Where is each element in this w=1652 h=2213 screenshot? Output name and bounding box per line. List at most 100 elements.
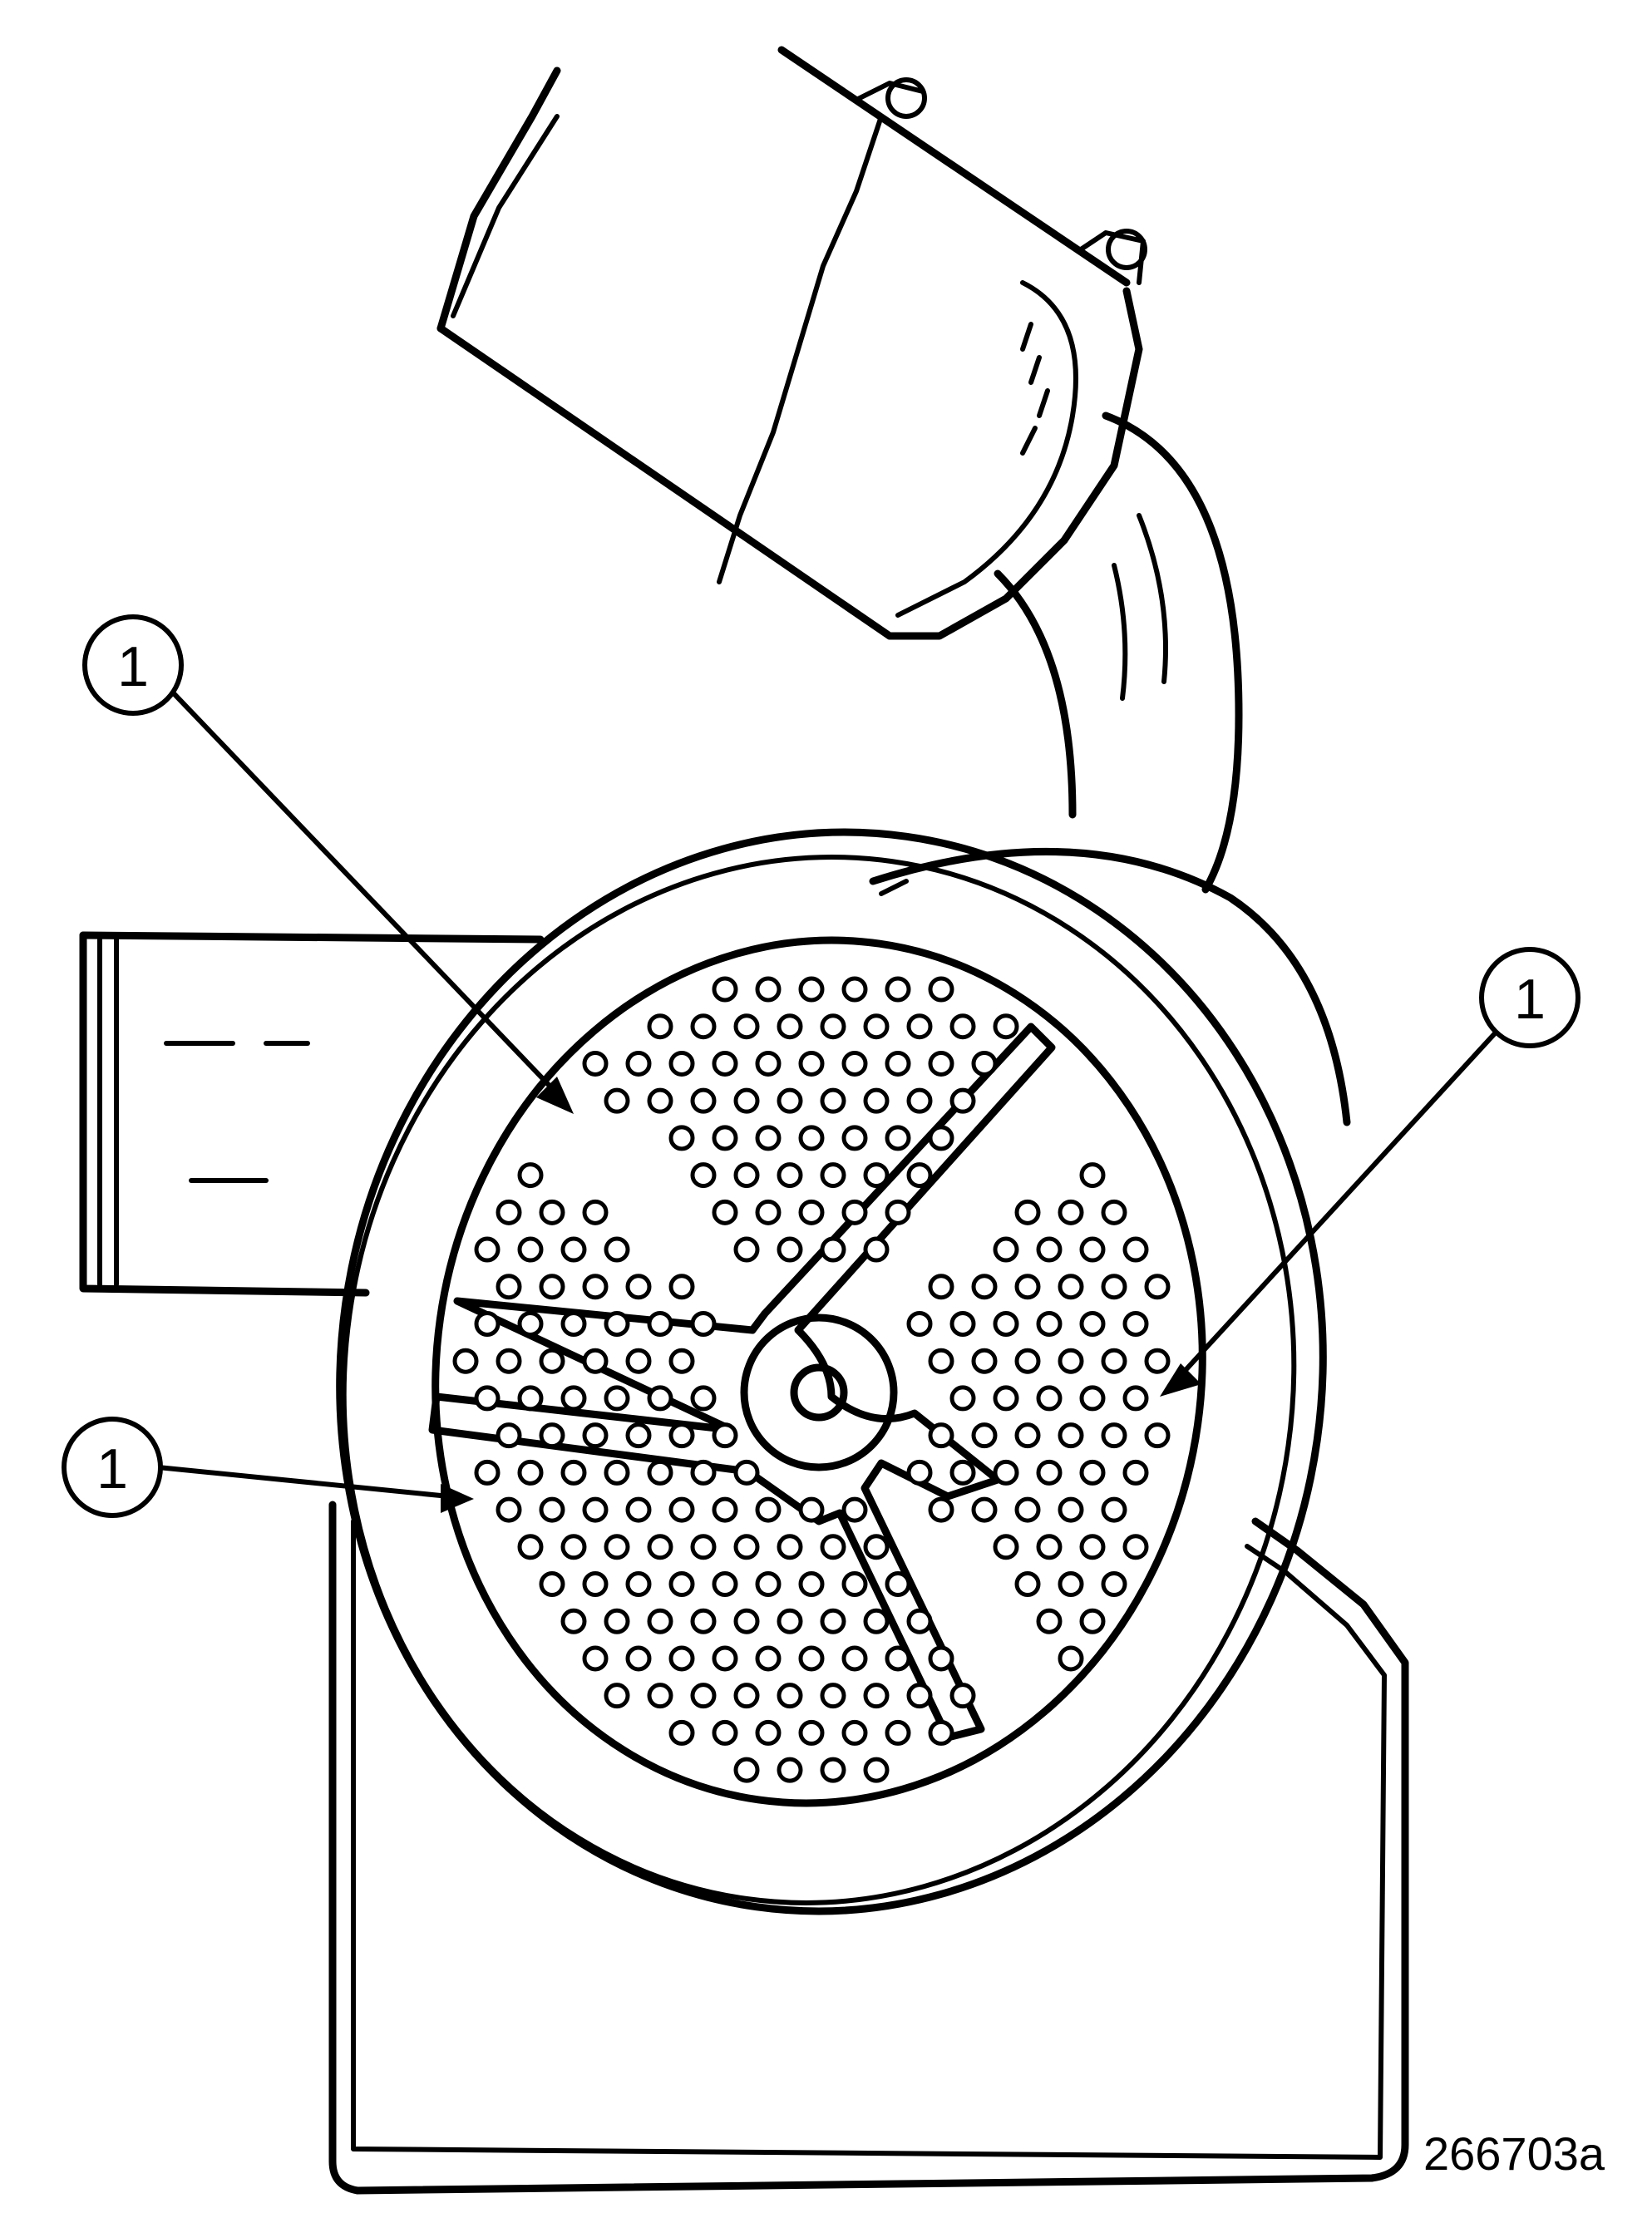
screen-hole [647,1013,673,1040]
screen-hole [712,1571,738,1598]
screen-hole [928,1496,954,1523]
screen-hole [993,1013,1019,1040]
screen-hole [1014,1348,1041,1374]
screen-hole [1036,1236,1063,1263]
screen-hole [1014,1496,1041,1523]
screen-hole [755,1645,782,1672]
screen-hole [733,1459,760,1486]
screen-hole [560,1310,587,1337]
screen-hole [820,1013,846,1040]
screen-hole [1122,1236,1149,1263]
screen-hole [993,1310,1019,1337]
screen-hole [906,1683,933,1709]
screen-hole [496,1274,522,1300]
screen-hole [517,1459,544,1486]
screen-hole [949,1013,976,1040]
screen-hole [625,1050,652,1077]
screen-hole [733,1236,760,1263]
leader-line-1c [155,1465,474,1513]
screen-hole [539,1496,565,1523]
screen-hole [1036,1459,1063,1486]
screen-hole [755,976,782,1003]
screen-hole [841,1199,868,1225]
screen-hole [733,1683,760,1709]
hose-clamp-upper [854,77,1147,285]
screen-hole [1079,1459,1106,1486]
screen-hole [928,1719,954,1746]
screen-hole [647,1459,673,1486]
screen-hole [625,1274,652,1300]
screen-hole [755,1496,782,1523]
screen-hole [949,1385,976,1412]
screen-hole [949,1310,976,1337]
screen-hole [798,1496,825,1523]
svg-text:1: 1 [1514,968,1546,1031]
screen-hole [604,1310,630,1337]
screen-hole [733,1757,760,1783]
screen-hole [820,1608,846,1634]
screen-hole [777,1087,803,1114]
screen-hole [690,1608,717,1634]
screen-hole [885,1645,911,1672]
svg-text:1: 1 [117,635,149,698]
screen-hole [777,1757,803,1783]
screen-hole [560,1236,587,1263]
screen-holes-lower [452,1162,976,1783]
screen-hole [560,1459,587,1486]
screen-hole [625,1422,652,1449]
screen-hole [604,1459,630,1486]
screen-hole [647,1310,673,1337]
screen-hole [690,1310,717,1337]
screen-hole [755,1199,782,1225]
screen-hole [668,1348,695,1374]
screen-hole [604,1608,630,1634]
screen-hole [604,1385,630,1412]
screen-hole [906,1310,933,1337]
screen-hole [755,1571,782,1598]
screen-hole [777,1013,803,1040]
screen-hole [971,1348,998,1374]
screen-hole [625,1571,652,1598]
screen-hole [1101,1199,1127,1225]
screen-hole [820,1757,846,1783]
screen-hole [863,1757,890,1783]
screen-hole [1036,1534,1063,1560]
screen-hole [841,1050,868,1077]
housing-rim [336,828,1351,1915]
screen-hole [1014,1274,1041,1300]
screen-hole [496,1422,522,1449]
screen-hole [712,1125,738,1151]
screen-hole [928,1050,954,1077]
screen-hole [517,1310,544,1337]
screen-hole [733,1013,760,1040]
screen-hole [668,1422,695,1449]
screen-hole [1101,1496,1127,1523]
screen-hole [906,1013,933,1040]
screen-hole [668,1645,695,1672]
screen-hole [1079,1534,1106,1560]
leader-line-1a [168,688,574,1114]
screen-hole [841,1719,868,1746]
svg-text:1: 1 [96,1437,128,1501]
screen-hole [647,1608,673,1634]
screen-hole [668,1274,695,1300]
elbow-hose [994,412,1243,894]
screen-hole [517,1236,544,1263]
screen-hole [1122,1534,1149,1560]
screen-hole [993,1534,1019,1560]
screen-hole [777,1608,803,1634]
screen-hole [604,1236,630,1263]
screen-hole [1122,1385,1149,1412]
screen-hole [690,1683,717,1709]
screen-hole [712,1719,738,1746]
screen-hole [863,1534,890,1560]
screen-hole [1101,1348,1127,1374]
screen-hole [928,1125,954,1151]
screen-hole [885,1571,911,1598]
screen-hole [820,1683,846,1709]
screen-hole [582,1571,609,1598]
screen-hole [928,1422,954,1449]
screen-hole [625,1496,652,1523]
screen-hole [798,976,825,1003]
